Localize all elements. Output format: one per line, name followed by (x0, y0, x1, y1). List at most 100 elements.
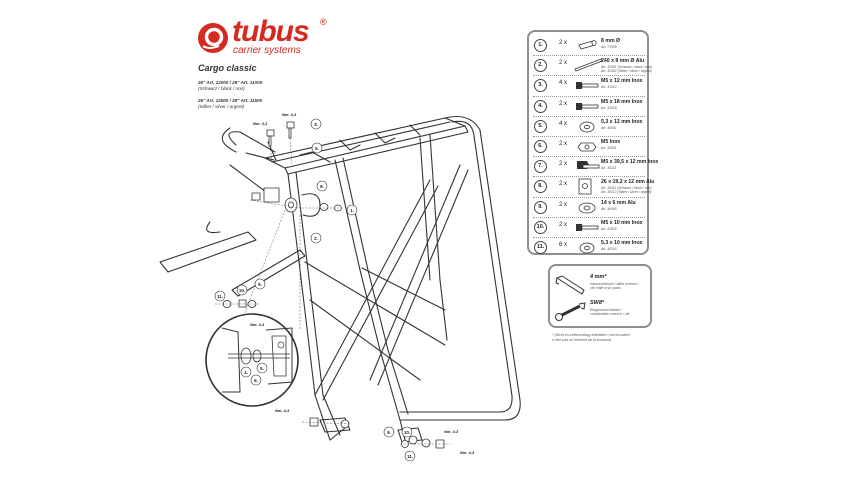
part-article: Art. 30111 (Schwarz / black / noir)Art. … (601, 186, 652, 194)
bracket-icon (578, 178, 592, 195)
screw-icon (576, 82, 599, 90)
part-article-line: Art. 71008 (601, 45, 617, 49)
part-quantity: 6 x (559, 242, 568, 248)
callout-10: 10. (404, 430, 410, 435)
brand-registered: ® (320, 17, 327, 27)
callout-5: 5. (315, 146, 319, 151)
part-quantity: 2 x (559, 60, 568, 67)
part-number: 5. (534, 119, 547, 133)
torque-label: Nm. 4,3 (460, 450, 475, 455)
bolt-nut-icon (577, 161, 600, 170)
part-quantity: 4 x (559, 120, 568, 127)
product-title: Cargo classic (198, 63, 257, 73)
tools-panel: 4 mm* Inbusschlüssel / allen wrench / cl… (548, 264, 652, 328)
variant-black: 26" Art. 12000 / 28" Art. 11000 (Schwarz… (198, 80, 262, 92)
washer-icon (579, 121, 595, 133)
part-article: Art. 41512 (601, 85, 617, 89)
part-name: M5 Inox (601, 139, 621, 145)
variant-article: 26" Art. 12000 / 28" Art. 11000 (198, 80, 263, 85)
part-article: Art. 71008 (601, 45, 617, 49)
callout-2: 2. (314, 236, 318, 241)
rod-icon (574, 58, 603, 72)
part-number: 3. (534, 79, 547, 93)
row-separator (533, 216, 645, 218)
row-separator (533, 196, 645, 198)
part-number: 9. (534, 200, 547, 214)
part-article: Art. 41510 (601, 227, 617, 231)
part-quantity: 2 x (559, 181, 568, 188)
tool-desc: Inbusschlüssel / allen wrench / (590, 282, 639, 286)
callout-labels: Nm. 4,3 Nm. 4,3 5. 3. 8. 1. 2. 9. 10. 11… (214, 112, 475, 462)
part-article-line: Art. 32401 (Schwarz / black / noir) (601, 65, 653, 70)
tools-note-line: * (Nicht im Lieferumfang enthalten / not… (552, 333, 631, 337)
callout-10: 10. (239, 288, 245, 293)
tools-note-line: n´étre pas un élément de la livraison) (552, 337, 612, 342)
callout-11: 11. (217, 294, 223, 299)
part-article-line: Art. 40400 (601, 206, 617, 211)
variant-color: (Silber / silver / argent) (198, 104, 245, 109)
tool-name: SW8* (590, 300, 605, 306)
tool-desc: combination wrench / clé (590, 312, 630, 316)
hex-key-icon (555, 275, 585, 295)
brand-tagline: carrier systems (233, 45, 301, 56)
part-name: 26 x 19,2 x 12 mm Alu (601, 179, 655, 186)
row-separator (533, 55, 645, 57)
tool-desc: clé mâle à six pans (590, 286, 621, 290)
callout-8: 8. (320, 184, 324, 189)
screw-icon (576, 102, 599, 110)
nut-icon (577, 142, 597, 152)
part-article-line: Art. 30211 (601, 166, 617, 171)
variant-color: (Schwarz / black / noir) (198, 86, 245, 91)
callout-11: 11. (407, 454, 413, 459)
row-separator (533, 156, 645, 158)
part-article: Art. 41518 (601, 106, 617, 110)
part-quantity: 2 x (559, 100, 568, 107)
part-article: Art. 40551 (601, 126, 617, 130)
callout-3: 3. (314, 122, 318, 127)
part-number: 10. (534, 220, 547, 234)
part-name: 5,3 x 10 mm Inox (601, 240, 643, 246)
part-article-line: Art. 30111 (Schwarz / black / noir) (601, 186, 652, 191)
tool-item-hex-key: 4 mm* Inbusschlüssel / allen wrench / cl… (550, 272, 654, 298)
tools-note: * (Nicht im Lieferumfang enthalten / not… (552, 333, 631, 342)
carrier-frame (159, 115, 521, 443)
tool-desc: Ringmaulschlüssel / (590, 308, 622, 312)
row-separator (533, 176, 645, 178)
row-separator (533, 115, 645, 117)
part-article-line: Art. 40551 (601, 125, 617, 130)
assembly-guides (215, 137, 450, 445)
row-separator (533, 95, 645, 97)
part-name: M5 x 12 mm Inox (601, 78, 643, 85)
row-separator (533, 237, 645, 238)
part-article-line: Art. 41051 (601, 146, 617, 150)
callout-5: 5. (260, 366, 264, 371)
part-number: 6. (534, 140, 547, 153)
variant-silver: 26" Art. 12500 / 28" Art. 11500 (Silber … (198, 98, 262, 110)
torque-label: Nm. 4,3 (275, 408, 290, 413)
torque-label: Nm. 4,3 (444, 429, 459, 434)
part-name: M5 x 18 mm Inox (601, 98, 643, 105)
part-article-line: Art. 41510 (601, 226, 617, 231)
row-separator (533, 136, 645, 137)
cap-icon (578, 40, 597, 50)
part-article: Art. 40400 (601, 207, 617, 211)
part-article-line: Art. 32402 (Silber / silver / argent) (601, 69, 652, 74)
tool-item-wrench: SW8* Ringmaulschlüssel / combination wre… (550, 298, 654, 324)
washer-icon (579, 242, 595, 254)
torque-label: Nm. 4,3 (253, 121, 268, 126)
part-number: 8. (534, 180, 547, 194)
part-name: M5 x 39,5 x 12 mm Inox (601, 159, 659, 166)
part-number: 11. (534, 241, 547, 254)
part-article: Art. 41051 (601, 146, 617, 150)
row-separator (533, 75, 645, 77)
part-quantity: 4 x (559, 80, 568, 87)
